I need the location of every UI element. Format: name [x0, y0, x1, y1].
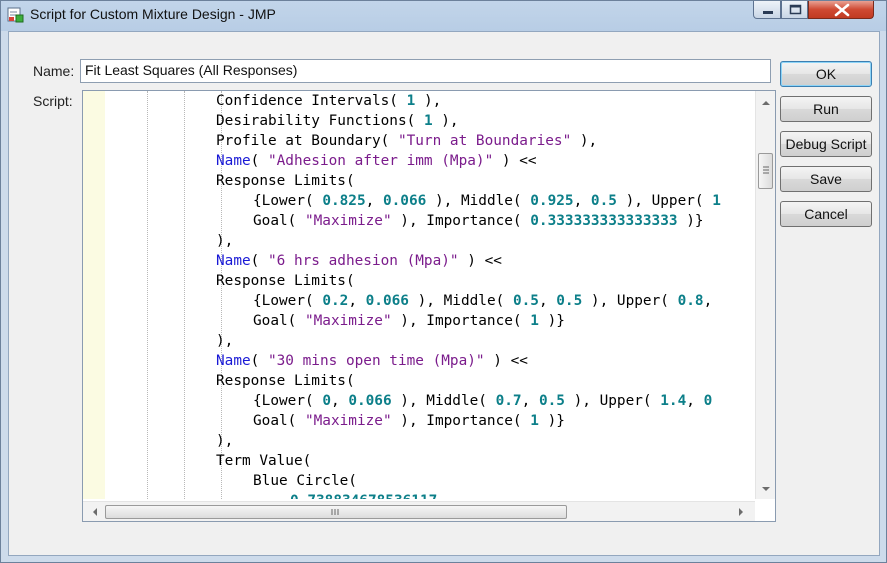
code-line[interactable]: Goal( "Maximize" ), Importance( 1 )}: [253, 313, 565, 329]
code-line[interactable]: Term Value(: [216, 453, 312, 469]
code-line[interactable]: ),: [216, 233, 234, 249]
code-line[interactable]: Response Limits(: [216, 173, 355, 189]
code-line[interactable]: {Lower( 0.2, 0.066 ), Middle( 0.5, 0.5 )…: [253, 293, 713, 309]
code-line[interactable]: Name( "30 mins open time (Mpa)" ) <<: [216, 353, 528, 369]
horizontal-scroll-thumb[interactable]: [105, 505, 567, 519]
code-line[interactable]: {Lower( 0.825, 0.066 ), Middle( 0.925, 0…: [253, 193, 721, 209]
maximize-button[interactable]: [781, 1, 808, 19]
cancel-button[interactable]: Cancel: [780, 201, 872, 227]
editor-gutter: [83, 91, 105, 499]
code-line[interactable]: ),: [216, 333, 234, 349]
code-line[interactable]: Profile at Boundary( "Turn at Boundaries…: [216, 133, 598, 149]
code-line[interactable]: Blue Circle(: [253, 473, 357, 489]
jmp-script-icon: [7, 6, 24, 23]
code-line[interactable]: Response Limits(: [216, 273, 355, 289]
code-line[interactable]: Goal( "Maximize" ), Importance( 1 )}: [253, 413, 565, 429]
run-button[interactable]: Run: [780, 96, 872, 122]
vertical-scrollbar[interactable]: [755, 91, 775, 499]
script-editor[interactable]: Confidence Intervals( 1 ), Desirability F…: [82, 90, 776, 522]
scroll-up-icon[interactable]: [758, 95, 774, 111]
code-line[interactable]: Goal( "Maximize" ), Importance( 0.333333…: [253, 213, 704, 229]
window-title: Script for Custom Mixture Design - JMP: [30, 6, 276, 22]
indent-guide: [184, 91, 185, 499]
indent-guide: [221, 91, 222, 499]
debug-script-button[interactable]: Debug Script: [780, 131, 872, 157]
title-bar[interactable]: Script for Custom Mixture Design - JMP: [1, 1, 886, 29]
code-line[interactable]: ),: [216, 433, 234, 449]
horizontal-scrollbar[interactable]: [83, 501, 755, 521]
code-line[interactable]: Name( "6 hrs adhesion (Mpa)" ) <<: [216, 253, 502, 269]
close-button[interactable]: [808, 1, 874, 19]
name-label: Name:: [33, 63, 75, 79]
code-area[interactable]: Confidence Intervals( 1 ), Desirability F…: [83, 91, 755, 499]
code-line[interactable]: {Lower( 0, 0.066 ), Middle( 0.7, 0.5 ), …: [253, 393, 713, 409]
script-label: Script:: [33, 93, 73, 109]
code-line[interactable]: 0.738834678536117: [290, 491, 437, 499]
indent-guide: [147, 91, 148, 499]
code-line[interactable]: Name( "Adhesion after imm (Mpa)" ) <<: [216, 153, 537, 169]
save-button[interactable]: Save: [780, 166, 872, 192]
code-line[interactable]: Confidence Intervals( 1 ),: [216, 93, 442, 109]
scroll-down-icon[interactable]: [758, 481, 774, 497]
code-line[interactable]: Response Limits(: [216, 373, 355, 389]
code-line[interactable]: Desirability Functions( 1 ),: [216, 113, 459, 129]
vertical-scroll-thumb[interactable]: [758, 153, 773, 189]
dialog-body: Name: Fit Least Squares (All Responses) …: [8, 31, 880, 556]
scroll-left-icon[interactable]: [87, 504, 103, 520]
name-input[interactable]: Fit Least Squares (All Responses): [80, 59, 771, 83]
minimize-button[interactable]: [753, 1, 781, 19]
scroll-right-icon[interactable]: [733, 504, 749, 520]
ok-button[interactable]: OK: [780, 61, 872, 87]
